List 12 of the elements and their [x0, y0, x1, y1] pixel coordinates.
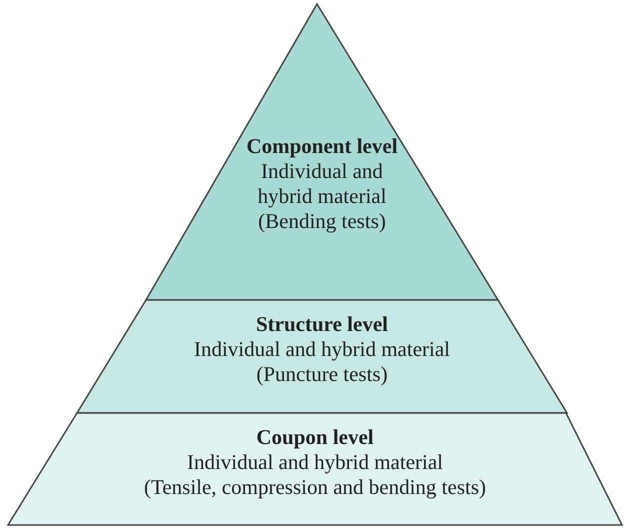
pyramid-tier: [8, 413, 622, 525]
tier-heading: Coupon level: [256, 425, 374, 450]
test-note: (Puncture tests): [256, 362, 388, 387]
test-note: (Tensile, compression and bending tests): [144, 475, 486, 500]
tier-heading: Component level: [246, 134, 398, 159]
tier-description: Individual and hybrid material: [256, 159, 388, 209]
pyramid-tier: [77, 300, 567, 413]
tier-heading: Structure level: [256, 312, 388, 337]
tier-description: Individual and hybrid material: [194, 337, 450, 362]
tier-description: Individual and hybrid material: [186, 450, 443, 475]
pyramid-tier: [146, 4, 498, 300]
test-note: (Bending tests): [258, 209, 386, 234]
